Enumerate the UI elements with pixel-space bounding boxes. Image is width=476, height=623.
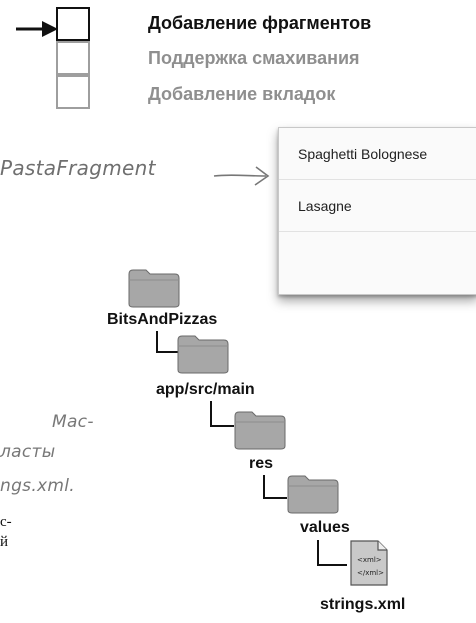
- tree-connector: [210, 401, 212, 427]
- folder-icon-app-src-main: [177, 335, 229, 374]
- step-checkbox-2: [56, 41, 90, 75]
- side-note-line-1: Мас-: [52, 412, 94, 432]
- tree-label-strings-xml: strings.xml: [320, 596, 406, 613]
- pasta-fragment-annotation: PastaFragment: [0, 156, 156, 180]
- tree-connector: [263, 497, 287, 499]
- list-item-spaghetti-bolognese[interactable]: Spaghetti Bolognese: [279, 128, 476, 180]
- tree-label-res: res: [249, 455, 274, 472]
- tree-connector: [156, 351, 178, 353]
- tree-label-app-src-main: app/src/main: [156, 381, 255, 398]
- folder-icon-values: [287, 475, 339, 514]
- step-label-swipe-support: Поддержка смахивания: [148, 48, 360, 68]
- step-label-add-tabs: Добавление вкладок: [148, 84, 336, 104]
- tree-connector: [263, 475, 265, 499]
- tree-connector: [156, 331, 158, 353]
- step-label-add-fragments: Добавление фрагментов: [148, 13, 372, 33]
- current-step-arrow-icon: [16, 21, 58, 37]
- side-print-line-2: й: [0, 534, 9, 550]
- tree-label-bitsandpizzas: BitsAndPizzas: [107, 311, 218, 328]
- tree-connector: [317, 540, 319, 566]
- xml-icon-line-2: </xml>: [357, 569, 384, 577]
- step-checkbox-1: [56, 7, 90, 41]
- annotation-arrow-icon: [213, 166, 270, 186]
- list-item-lasagne[interactable]: Lasagne: [279, 180, 476, 232]
- tree-label-values-text: values: [300, 519, 350, 536]
- list-item-empty: [279, 232, 476, 284]
- side-note-line-3: ngs.xml.: [0, 476, 75, 496]
- step-checkbox-3: [56, 75, 90, 109]
- side-print-line-1: с-: [0, 514, 12, 530]
- folder-icon-res: [234, 411, 286, 450]
- folder-icon-bitsandpizzas: [128, 269, 180, 308]
- tree-connector: [210, 425, 234, 427]
- xml-icon-line-1: <xml>: [357, 556, 382, 564]
- side-note-line-2: ласты: [0, 442, 56, 462]
- tree-connector: [317, 564, 347, 566]
- xml-file-icon: <xml> </xml>: [348, 539, 390, 587]
- pasta-list-panel: Spaghetti Bolognese Lasagne: [278, 127, 476, 295]
